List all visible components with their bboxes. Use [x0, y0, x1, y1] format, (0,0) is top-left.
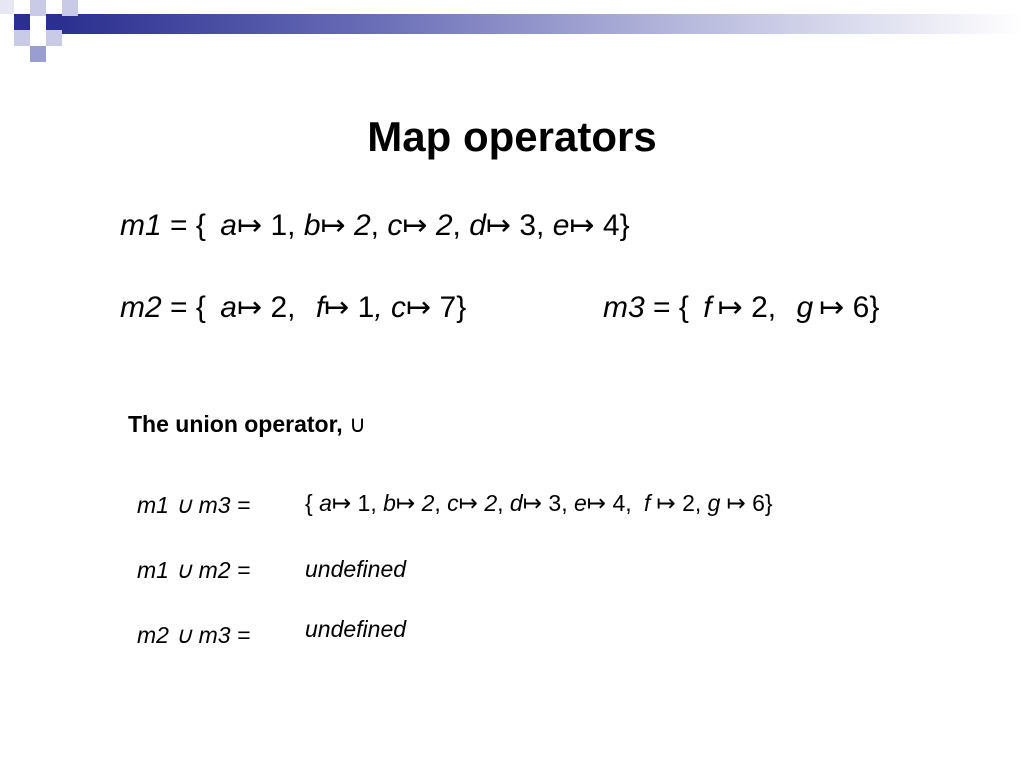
- result-rhs: { a↦ 1, b↦ 2, c↦ 2, d↦ 3, e↦ 4, f↦ 2, g↦…: [305, 490, 773, 516]
- key: e: [573, 490, 587, 516]
- value: 3: [519, 209, 537, 242]
- value: 7: [439, 291, 457, 324]
- key: a: [220, 209, 237, 242]
- key: g: [796, 291, 814, 324]
- value: 4: [602, 209, 620, 242]
- equals-sign: =: [653, 291, 671, 324]
- open-brace: {: [195, 209, 206, 242]
- maps-to-icon: ↦: [522, 490, 542, 516]
- maps-to-icon: ↦: [236, 209, 263, 242]
- decor-square: [46, 30, 62, 46]
- result-rhs: undefined: [305, 555, 406, 583]
- key: f: [703, 291, 712, 324]
- maps-to-icon: ↦: [331, 490, 352, 516]
- equals-sign: =: [170, 209, 188, 242]
- undefined-text: undefined: [305, 556, 407, 582]
- equals-sign: =: [170, 291, 188, 324]
- key: d: [509, 490, 523, 516]
- map-name: m3: [603, 291, 645, 324]
- key: f: [644, 490, 651, 516]
- close-brace: }: [456, 291, 467, 324]
- key: b: [383, 490, 396, 516]
- union-icon: ∪: [349, 411, 366, 437]
- key: e: [552, 209, 570, 242]
- value: 2: [484, 490, 498, 516]
- close-brace: }: [619, 209, 630, 242]
- maps-to-icon: ↦: [395, 490, 416, 516]
- key: a: [319, 490, 332, 516]
- header-decoration: [0, 0, 1024, 62]
- close-brace: }: [764, 490, 773, 516]
- value: 3: [548, 490, 562, 516]
- maps-to-icon: ↦: [458, 490, 478, 516]
- open-brace: {: [195, 291, 206, 324]
- maps-to-icon: ↦: [406, 291, 432, 324]
- undefined-text: undefined: [305, 616, 407, 642]
- value: 2: [421, 490, 435, 516]
- decor-square: [30, 46, 46, 62]
- map-name: m2: [120, 291, 162, 324]
- key: b: [303, 209, 321, 242]
- section-heading-text: The union operator,: [128, 411, 343, 437]
- section-heading: The union operator, ∪: [128, 410, 366, 438]
- key: g: [707, 490, 721, 516]
- key: d: [469, 209, 486, 242]
- maps-to-icon: ↦: [726, 490, 746, 516]
- value: 1: [357, 490, 371, 516]
- value: 1: [270, 209, 288, 242]
- key: f: [315, 291, 325, 324]
- key: c: [387, 209, 403, 242]
- maps-to-icon: ↦: [656, 490, 676, 516]
- maps-to-icon: ↦: [324, 291, 350, 324]
- decor-square: [46, 14, 62, 30]
- maps-to-icon: ↦: [320, 209, 346, 242]
- maps-to-icon: ↦: [236, 291, 263, 324]
- maps-to-icon: ↦: [569, 209, 595, 242]
- value: 2: [751, 291, 768, 324]
- value: 2: [682, 490, 695, 516]
- value: 2: [435, 209, 453, 242]
- value: 6: [852, 291, 870, 324]
- decor-square: [14, 30, 30, 46]
- decor-square: [14, 14, 30, 30]
- value: 2: [353, 209, 371, 242]
- decor-square: [62, 0, 78, 16]
- maps-to-icon: ↦: [485, 209, 512, 242]
- maps-to-icon: ↦: [402, 209, 428, 242]
- decor-square: [30, 0, 46, 16]
- key: a: [220, 291, 237, 324]
- result-lhs: m1 ∪ m3 =: [137, 492, 251, 518]
- maps-to-icon: ↦: [586, 490, 607, 516]
- open-brace: {: [678, 291, 689, 324]
- gradient-bar: [60, 14, 1024, 34]
- m1-definition: m1 = { a↦ 1, b↦ 2, c↦ 2, d↦ 3, e↦ 4}: [120, 209, 630, 242]
- value: 2: [270, 291, 288, 324]
- maps-to-icon: ↦: [819, 291, 845, 324]
- map-name: m1: [120, 209, 162, 242]
- value: 1: [357, 291, 375, 324]
- result-lhs: m2 ∪ m3 =: [137, 622, 251, 648]
- m3-definition: m3 = { f↦ 2, g↦ 6}: [603, 291, 880, 324]
- result-lhs: m1 ∪ m2 =: [137, 557, 251, 583]
- decor-square: [0, 0, 14, 14]
- slide-title: Map operators: [367, 113, 657, 160]
- result-rhs: undefined: [305, 615, 406, 643]
- value: 6: [752, 490, 765, 516]
- close-brace: }: [869, 291, 880, 324]
- maps-to-icon: ↦: [717, 291, 743, 324]
- value: 4: [612, 490, 626, 516]
- key: c: [391, 291, 407, 324]
- open-brace: {: [305, 490, 313, 516]
- m2-definition: m2 = { a↦ 2, f↦ 1, c↦ 7}: [120, 291, 467, 324]
- key: c: [447, 490, 459, 516]
